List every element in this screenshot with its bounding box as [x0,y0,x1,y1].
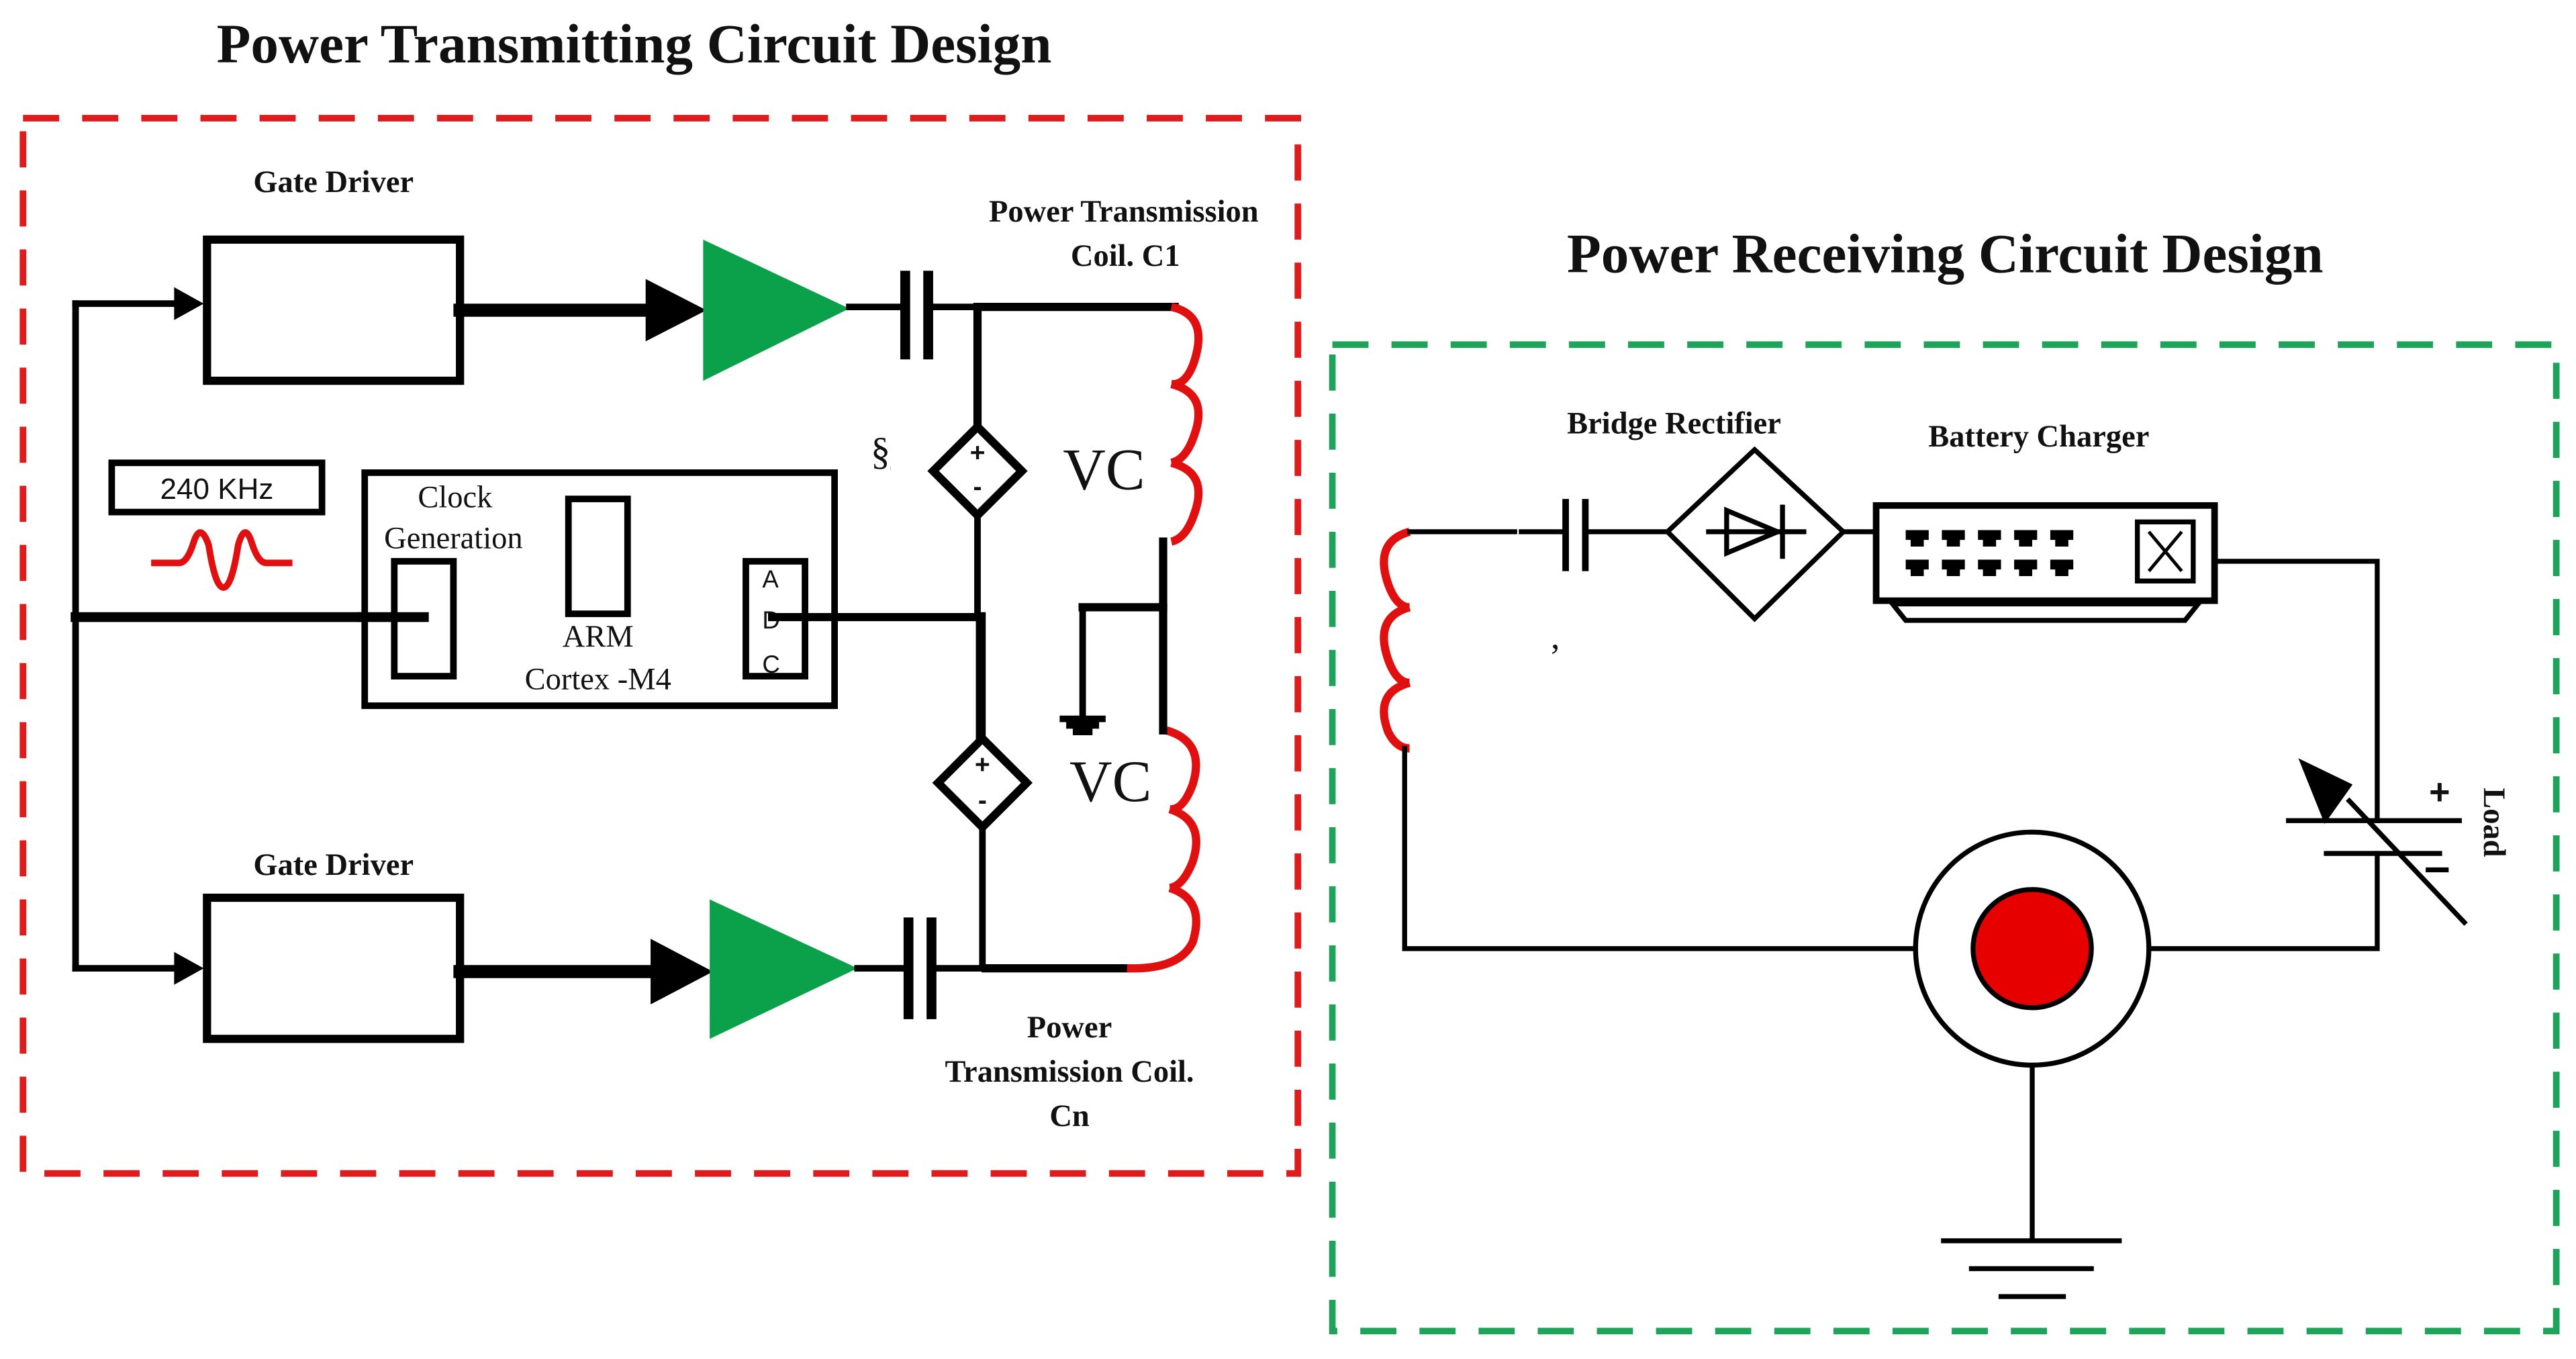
port-icon [1942,530,1965,547]
arrow-icon [645,279,707,342]
coil-cn-icon [1127,726,1200,973]
variable-arrow-line [2346,797,2468,926]
oscillator-frequency-label: 240 KHz [160,473,274,506]
receiver-capacitor-icon [1562,499,1589,571]
arrow-icon [174,951,204,985]
transmitter-boundary [19,115,1302,1177]
port-icon [2014,559,2038,576]
sine-wave-icon [151,529,293,591]
arrow-icon [651,939,714,1004]
amplifier-top-icon [703,239,850,381]
capacitor-bottom-icon [903,917,937,1019]
port-icon [1905,530,1929,547]
gate-driver-bottom-label: Gate Driver [253,848,414,882]
bridge-rectifier-label: Bridge Rectifier [1567,406,1781,440]
coil-cn-label-line1: Power [1027,1011,1112,1045]
charger-ports [1905,530,2074,576]
receiver-boundary [1329,341,2560,1335]
mcu-label-line1: ARM [563,620,634,654]
vc-bottom-label: VC [1069,749,1151,814]
battery-charger-base [1887,601,2203,623]
wire-coil-return [1402,745,1918,951]
minus-sign: - [973,473,982,502]
clock-label-line2: Generation [384,521,522,555]
diode-icon [1724,506,1784,557]
oscillator-box [108,459,326,516]
wire-charger-to-load [2211,559,2380,823]
load-label: Load [2477,788,2511,857]
indicator-lamp-core [1970,887,2094,1011]
port-icon [1978,530,2001,547]
capacitor-top-icon [900,271,933,360]
arrow-icon [174,287,204,320]
port-icon [1905,559,1929,576]
gate-driver-top-block [203,235,465,385]
vc-top-label: VC [1063,437,1145,502]
coil-c1-label-line2: Coil. C1 [1071,239,1180,273]
section-symbol: § [871,430,890,473]
coil-c1-label-line1: Power Transmission [989,195,1259,229]
ground-icon [1059,715,1106,736]
stray-mark: , [1551,616,1560,657]
arm-core-block [565,496,631,618]
load-plates-icon [2286,818,2462,856]
plus-sign: + [970,438,986,467]
gate-driver-top-label: Gate Driver [253,165,414,199]
port-icon [2014,530,2038,547]
load-plus-sign: + [2429,772,2450,812]
coil-cn-label-line3: Cn [1049,1099,1090,1133]
minus-sign: - [978,786,987,815]
cross-arrows-icon [2147,530,2183,573]
mcu-label-line2: Cortex -M4 [525,663,671,697]
clock-label-line1: Clock [418,480,493,514]
port-icon [2050,559,2074,576]
adc-letter-a: A [762,565,779,593]
transmitter-title: Power Transmitting Circuit Design [217,13,1052,75]
port-icon [2050,530,2074,547]
receiver-title: Power Receiving Circuit Design [1567,223,2324,285]
gate-driver-bottom-block [203,893,465,1043]
port-icon [1978,559,2001,576]
variable-arrow-head-icon [2298,758,2353,825]
plus-sign: + [975,750,990,779]
adc-letter-c: C [762,651,779,678]
coil-cn-label-line2: Transmission Coil. [945,1055,1194,1089]
port-icon [1942,559,1965,576]
receiving-coil-icon [1380,528,1411,753]
amplifier-bottom-icon [710,899,858,1039]
coil-c1-icon [1170,303,1203,546]
battery-charger-label: Battery Charger [1928,420,2149,454]
receiver-ground-icon [1941,1238,2122,1299]
